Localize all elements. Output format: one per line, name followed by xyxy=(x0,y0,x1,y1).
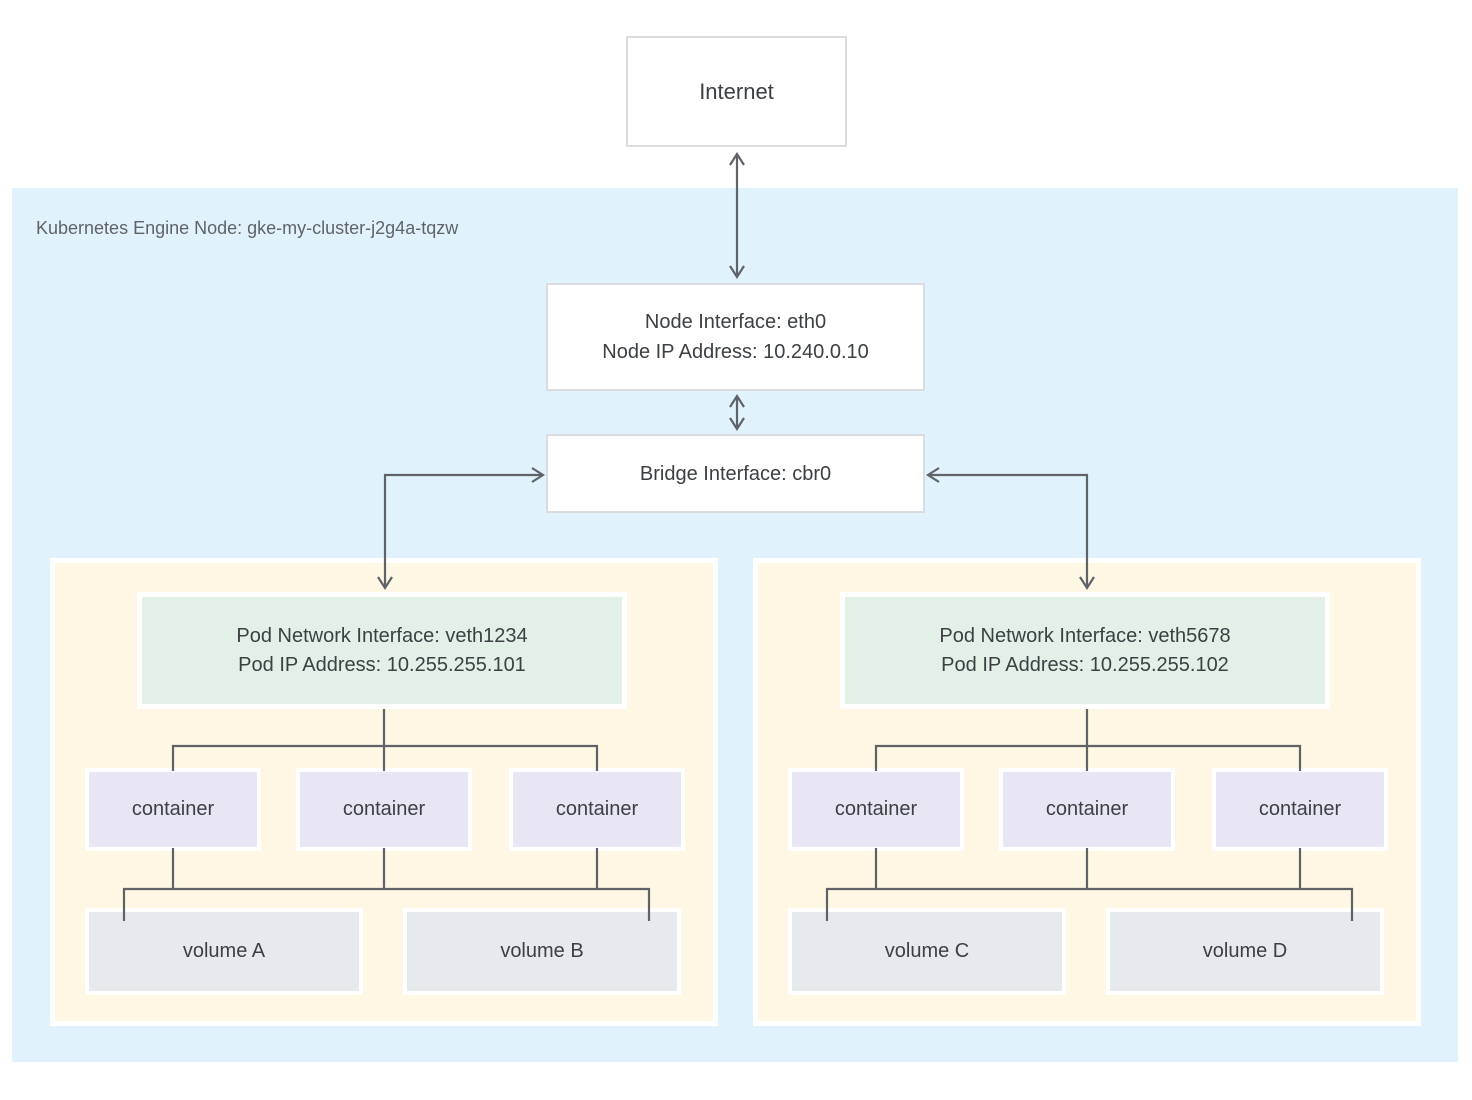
pod-1-container-1: container xyxy=(85,768,261,851)
pod-1-interface-line2: Pod IP Address: 10.255.255.101 xyxy=(238,653,526,676)
pod-1: Pod Network Interface: veth1234 Pod IP A… xyxy=(50,558,718,1026)
bridge-interface-box: Bridge Interface: cbr0 xyxy=(546,434,925,513)
pod-1-interface-line1: Pod Network Interface: veth1234 xyxy=(236,624,528,647)
pod-1-container-3: container xyxy=(509,768,685,851)
container-label: container xyxy=(342,798,426,820)
volume-label: volume C xyxy=(884,940,970,962)
pod-1-network-interface-box: Pod Network Interface: veth1234 Pod IP A… xyxy=(137,592,627,709)
pod-2: Pod Network Interface: veth5678 Pod IP A… xyxy=(753,558,1421,1026)
node-interface-box: Node Interface: eth0 Node IP Address: 10… xyxy=(546,283,925,391)
pod-2-volume-c: volume C xyxy=(788,908,1066,995)
volume-label: volume B xyxy=(500,940,584,962)
container-label: container xyxy=(555,798,639,820)
volume-label: volume A xyxy=(182,940,266,962)
pod-2-container-3: container xyxy=(1212,768,1388,851)
pod-2-interface-line2: Pod IP Address: 10.255.255.102 xyxy=(941,653,1229,676)
bridge-interface-label: Bridge Interface: cbr0 xyxy=(639,462,832,485)
container-label: container xyxy=(1258,798,1342,820)
volume-label: volume D xyxy=(1202,940,1288,962)
pod-2-interface-line1: Pod Network Interface: veth5678 xyxy=(939,624,1231,647)
pod-2-container-1: container xyxy=(788,768,964,851)
pod-2-network-interface-box: Pod Network Interface: veth5678 Pod IP A… xyxy=(840,592,1330,709)
pod-1-volume-a: volume A xyxy=(85,908,363,995)
internet-label: Internet xyxy=(699,78,774,104)
internet-node: Internet xyxy=(626,36,847,147)
node-interface-line2: Node IP Address: 10.240.0.10 xyxy=(602,341,869,363)
container-label: container xyxy=(131,798,215,820)
pod-1-volume-b: volume B xyxy=(403,908,681,995)
pod-1-container-2: container xyxy=(296,768,472,851)
container-label: container xyxy=(834,798,918,820)
pod-2-container-2: container xyxy=(999,768,1175,851)
node-interface-line1: Node Interface: eth0 xyxy=(644,311,827,333)
pod-2-volume-d: volume D xyxy=(1106,908,1384,995)
container-label: container xyxy=(1045,798,1129,820)
region-title: Kubernetes Engine Node: gke-my-cluster-j… xyxy=(36,218,459,238)
